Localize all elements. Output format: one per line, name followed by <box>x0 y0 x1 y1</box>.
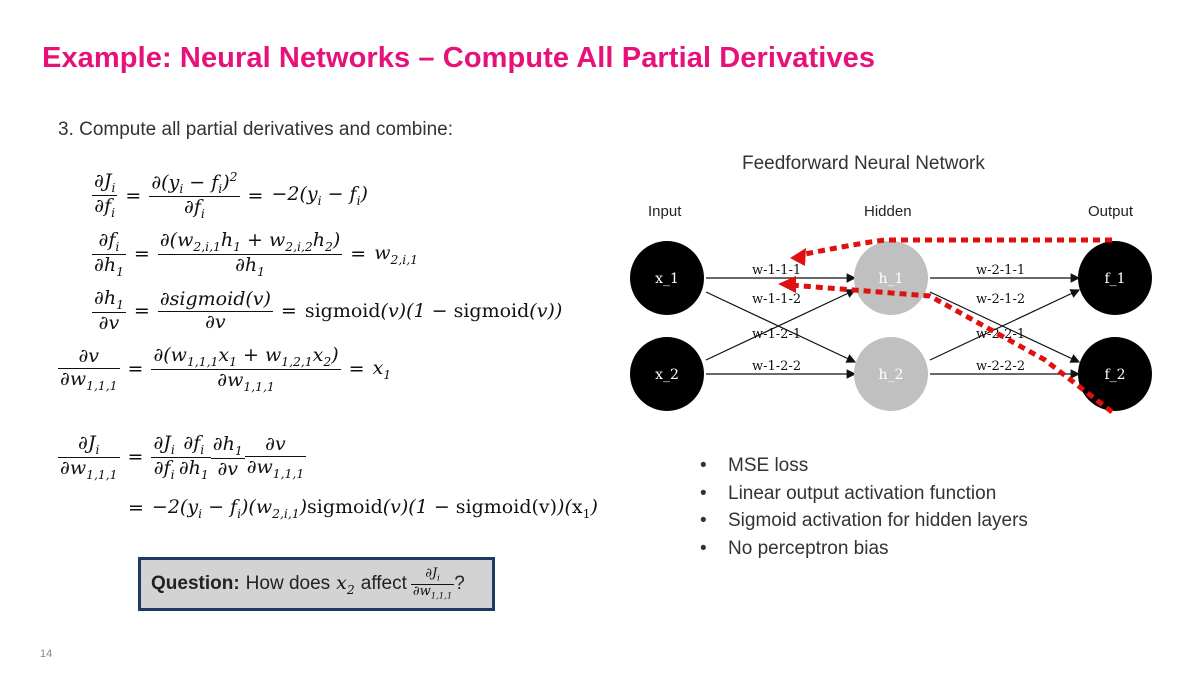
node-f2-label: f_2 <box>1104 367 1125 383</box>
backprop-path-f2 <box>789 282 1114 414</box>
node-x2 <box>630 337 704 411</box>
weight-label-w121: w-1-2-1 <box>752 327 801 342</box>
weight-label-w212: w-2-1-2 <box>976 292 1025 307</box>
equation-df-dh: ∂fi∂h1 = ∂(w2,i,1h1 + w2,i,2h2)∂h1 = w2,… <box>92 229 418 279</box>
backprop-path-f1 <box>799 237 1112 258</box>
weight-label-w112: w-1-1-2 <box>752 292 801 307</box>
question-text-after: ? <box>454 573 465 594</box>
hidden-layer-label: Hidden <box>864 203 912 220</box>
node-x1-label: x_1 <box>655 271 679 287</box>
question-box: Question: How does x2 affect ∂Ji∂w1,1,1 … <box>138 557 495 611</box>
node-h2-label: h_2 <box>879 367 904 383</box>
question-fraction: ∂Ji∂w1,1,1 <box>410 566 455 601</box>
backprop-arrowhead-f1 <box>790 248 806 266</box>
equation-dv-dw: ∂v∂w1,1,1 = ∂(w1,1,1x1 + w1,2,1x2)∂w1,1,… <box>58 344 392 394</box>
node-h1 <box>854 241 928 315</box>
edge-h1-f2 <box>929 291 1081 363</box>
weight-label-w211: w-2-1-1 <box>976 263 1025 278</box>
question-label: Question: <box>151 573 240 594</box>
node-x1 <box>630 241 704 315</box>
backprop-arrowhead-f2 <box>778 276 796 293</box>
edge-x2-h1 <box>705 289 857 361</box>
node-h1-label: h_1 <box>879 271 904 287</box>
weight-label-w222: w-2-2-2 <box>976 359 1025 374</box>
output-layer-label: Output <box>1088 203 1134 220</box>
node-f1 <box>1078 241 1152 315</box>
edge-h2-f1 <box>929 289 1081 361</box>
list-item: No perceptron bias <box>700 538 1028 566</box>
network-title: Feedforward Neural Network <box>742 153 985 174</box>
edge-x1-h2 <box>705 291 857 363</box>
step-text: 3. Compute all partial derivatives and c… <box>58 119 453 140</box>
equation-chain-result: = −2(yi − fi)(w2,i,1)sigmoid(v)(1 − sigm… <box>128 496 598 521</box>
node-h2 <box>854 337 928 411</box>
equation-dJ-df: ∂Ji∂fi = ∂(yi − fi)2∂fi = −2(yi − fi) <box>92 170 368 222</box>
node-f1-label: f_1 <box>1104 271 1125 287</box>
question-text-before: How does <box>245 573 331 594</box>
page-number: 14 <box>40 648 53 660</box>
equation-chain-rule: ∂Ji∂w1,1,1 = ∂Ji∂fi ∂fi∂h1 ∂h1∂v ∂v∂w1,1… <box>58 432 307 482</box>
slide-title: Example: Neural Networks – Compute All P… <box>42 42 876 74</box>
weight-label-w122: w-1-2-2 <box>752 359 801 374</box>
list-item: MSE loss <box>700 455 1028 483</box>
node-f2 <box>1078 337 1152 411</box>
weight-label-w111: w-1-1-1 <box>752 263 801 278</box>
input-layer-label: Input <box>648 203 682 220</box>
assumptions-list: MSE loss Linear output activation functi… <box>700 455 1028 565</box>
question-text-middle: affect <box>360 573 407 594</box>
node-x2-label: x_2 <box>655 367 679 383</box>
list-item: Linear output activation function <box>700 483 1028 511</box>
weight-label-w221: w-2-2-1 <box>976 327 1025 342</box>
list-item: Sigmoid activation for hidden layers <box>700 510 1028 538</box>
question-x2: x2 <box>336 571 355 597</box>
equation-dh-dv: ∂h1∂v = ∂sigmoid(v)∂v = sigmoid(v)(1 − s… <box>92 287 563 334</box>
